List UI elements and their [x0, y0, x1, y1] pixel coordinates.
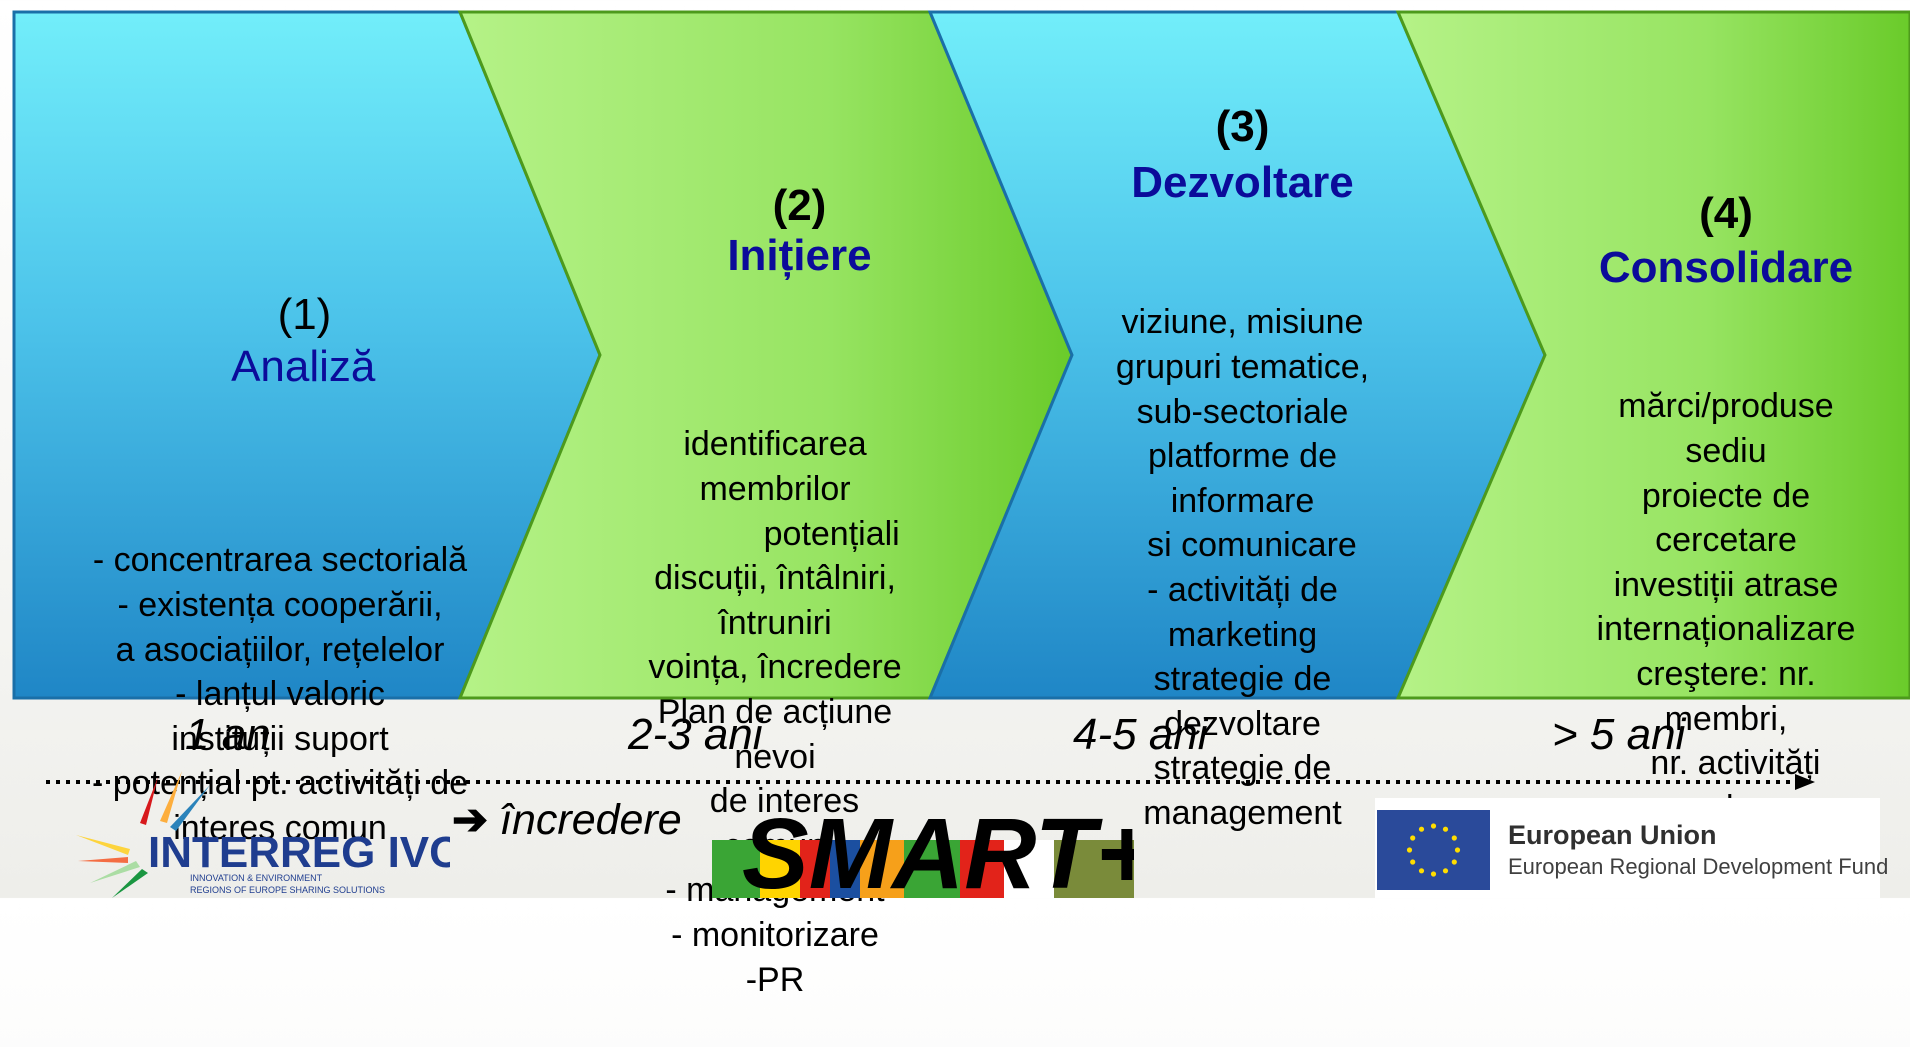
- interreg-star-icon: [76, 771, 210, 898]
- eu-title: European Union: [1508, 820, 1717, 850]
- stage-4-number: (4): [1699, 189, 1753, 239]
- process-diagram: [12, 10, 1910, 790]
- stage-3-text: (3) Dezvoltare viziune, misiune grupuri …: [1090, 10, 1395, 880]
- stage-4-name: Consolidare: [1598, 243, 1854, 293]
- eu-subtitle: European Regional Development Fund: [1508, 854, 1889, 879]
- trust-text: încredere: [500, 796, 682, 844]
- stage-3-number: (3): [1215, 102, 1270, 152]
- interreg-logo: INTERREG IVC INNOVATION & ENVIRONMENT RE…: [76, 771, 450, 898]
- stage-4-body: mărci/produse sediu proiecte de cercetar…: [1596, 387, 1856, 826]
- right-arrow-icon: ➔: [452, 796, 489, 844]
- eu-flag-icon: [1377, 810, 1490, 890]
- stage-1-name: Analiză: [231, 342, 376, 392]
- stage-1-text: (1) Analiză - concentrarea sectorială - …: [60, 148, 500, 895]
- stage-2-name: Inițiere: [727, 231, 872, 281]
- smart-logo-text: SMART+: [742, 798, 1134, 898]
- eu-logo: European Union European Regional Develop…: [1375, 798, 1888, 898]
- stage-1-body: - concentrarea sectorială - existența co…: [91, 541, 469, 847]
- stage-3-body: viziune, misiune grupuri tematice, sub-s…: [1115, 303, 1370, 832]
- stage-4-text: (4) Consolidare mărci/produse sediu proi…: [1570, 98, 1882, 875]
- interreg-line-1: INNOVATION & ENVIRONMENT: [190, 873, 323, 883]
- stage-3-name: Dezvoltare: [1131, 158, 1354, 208]
- trust-label: ➔încredere: [452, 795, 682, 845]
- timeline-label-1: 1 an: [185, 710, 271, 759]
- interreg-line-2: REGIONS OF EUROPE SHARING SOLUTIONS: [190, 885, 385, 895]
- timeline-arrowhead: [1795, 774, 1815, 790]
- timeline-label-4: > 5 ani: [1552, 710, 1686, 759]
- stage-1-number: (1): [277, 290, 332, 340]
- timeline-label-2: 2-3 ani: [628, 710, 763, 759]
- timeline-label-3: 4-5 ani: [1073, 710, 1208, 759]
- smart-plus-logo: SMART+: [712, 798, 1134, 898]
- stage-2-number: (2): [772, 181, 827, 231]
- stage-4-arrow: [1395, 10, 1910, 700]
- interreg-title: INTERREG IVC: [148, 828, 450, 877]
